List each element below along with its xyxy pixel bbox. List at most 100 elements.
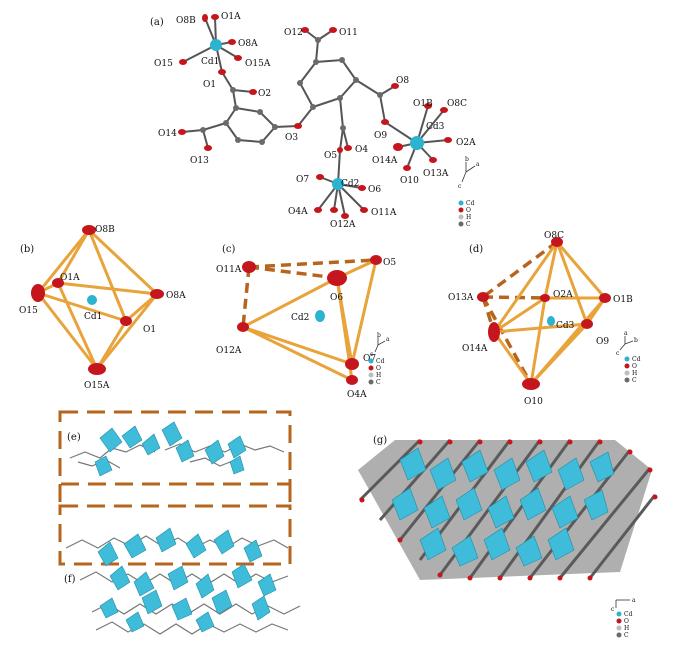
atom-label: O15A xyxy=(84,381,110,391)
axis-label: a xyxy=(476,161,480,168)
legend-c: C xyxy=(466,221,471,228)
atom-label: O3 xyxy=(285,133,298,143)
panel-c-axes: b a c xyxy=(370,332,390,358)
atom-label: O15 xyxy=(154,59,173,69)
atom-label: Cd3 xyxy=(556,321,575,331)
axis-label: b xyxy=(465,156,469,163)
atom-label: Cd1 xyxy=(84,312,102,322)
axis-label: b xyxy=(377,332,381,339)
legend-d: Cd O H C xyxy=(624,356,641,384)
legend-c: C xyxy=(376,379,381,386)
atom-label: O12 xyxy=(284,28,303,38)
atom-label: O1B xyxy=(613,295,633,305)
atom-label: O7 xyxy=(296,175,309,185)
axis-label: a xyxy=(624,330,628,337)
axis-label: a xyxy=(632,597,636,604)
legend-cd: Cd xyxy=(632,356,641,363)
atom-label: O10 xyxy=(524,397,543,407)
atom-label: O11A xyxy=(371,208,397,218)
layer-f xyxy=(65,527,301,635)
chain-e xyxy=(69,421,285,477)
atom-label: O12A xyxy=(330,220,356,230)
panel-a: (a) xyxy=(150,12,480,230)
atom-label: O9 xyxy=(374,131,387,141)
panel-c: (c) O11A O5 O6 Cd2 O12A O7 xyxy=(216,244,396,400)
atom-label: O15A xyxy=(245,59,271,69)
atom-label: O6 xyxy=(330,293,343,303)
atom-label: O8A xyxy=(238,39,258,49)
atom-label: O12A xyxy=(216,346,242,356)
panel-g-tag: (g) xyxy=(373,435,387,446)
legend-g: Cd O H C xyxy=(616,611,633,639)
axis-label: c xyxy=(370,351,374,358)
panel-d-tag: (d) xyxy=(469,244,483,255)
atom-label: O2A xyxy=(553,290,573,300)
legend-h: H xyxy=(466,214,471,221)
atom-label: O1A xyxy=(60,273,80,283)
atom-label: Cd2 xyxy=(291,313,309,323)
axis-label: b xyxy=(634,337,638,344)
legend-a: Cd O H C xyxy=(458,200,475,228)
atom-label: O13 xyxy=(190,156,209,166)
axis-label: a xyxy=(386,336,390,343)
atom-label: O11A xyxy=(216,265,242,275)
atom-label: O14A xyxy=(372,156,398,166)
atom-label: O1A xyxy=(221,12,241,22)
atom-label: O14A xyxy=(462,344,488,354)
atom-label: O10 xyxy=(400,176,419,186)
atom-label: O1 xyxy=(203,80,216,90)
panel-a-atoms xyxy=(178,14,452,219)
panel-a-tag: (a) xyxy=(150,17,164,28)
panel-g-axes: a c xyxy=(611,597,636,613)
axis-label: c xyxy=(616,350,620,357)
atom-label: O14 xyxy=(158,129,177,139)
atom-label: O5 xyxy=(383,258,396,268)
atom-label: O6 xyxy=(368,185,381,195)
panel-ef: (e) (f) xyxy=(58,410,301,635)
legend-h: H xyxy=(632,370,637,377)
panel-c-tag: (c) xyxy=(222,244,236,255)
atom-label: O11 xyxy=(339,28,358,38)
legend-cd: Cd xyxy=(376,358,385,365)
panel-d: (d) O8C O13A O2A O1B Cd3 O xyxy=(448,231,641,407)
legend-o: O xyxy=(466,207,471,214)
atom-label: O4A xyxy=(288,207,308,217)
dashed-frames xyxy=(58,410,292,566)
atom-label: O8A xyxy=(166,291,186,301)
panel-a-bonds xyxy=(181,16,449,217)
panel-d-axes: a b c xyxy=(616,330,638,357)
atom-label: O1B xyxy=(413,99,433,109)
atom-label: O13A xyxy=(423,169,449,179)
atom-label: O1 xyxy=(143,325,156,335)
panel-f-tag: (f) xyxy=(64,574,76,585)
legend-o: O xyxy=(376,365,381,372)
legend-o: O xyxy=(632,363,637,370)
atom-label: O13A xyxy=(448,293,474,303)
legend-c: C xyxy=(632,377,637,384)
atom-label: Cd1 xyxy=(201,57,219,67)
atom-label: O8B xyxy=(176,16,196,26)
legend-cd: Cd xyxy=(624,611,633,618)
legend-h: H xyxy=(376,372,381,379)
legend-c: C xyxy=(624,632,629,639)
panel-b-tag: (b) xyxy=(20,244,34,255)
legend-c: Cd O H C xyxy=(368,358,385,386)
atom-label: O8C xyxy=(447,99,467,109)
legend-cd: Cd xyxy=(466,200,475,207)
atom-label: O8 xyxy=(396,76,409,86)
axis-label: c xyxy=(458,183,462,190)
atom-label: O15 xyxy=(19,306,38,316)
atom-label: O2A xyxy=(456,138,476,148)
atom-label: O4A xyxy=(347,390,367,400)
atom-label: O5 xyxy=(324,151,337,161)
atom-label: O8C xyxy=(544,231,564,241)
axis-label: c xyxy=(611,606,615,613)
panel-a-labels: O8B O1A O8A O15 Cd1 O15A O1 O2 O12 O11 O… xyxy=(154,12,476,230)
legend-o: O xyxy=(624,618,629,625)
atom-label: O2 xyxy=(258,89,271,99)
panel-b: (b) O8B O1A Cd1 O8A O15 O1 O15A xyxy=(19,225,186,391)
panel-a-axes: b a c xyxy=(458,156,480,190)
atom-label: Cd2 xyxy=(341,179,359,189)
panel-e-tag: (e) xyxy=(67,432,81,443)
